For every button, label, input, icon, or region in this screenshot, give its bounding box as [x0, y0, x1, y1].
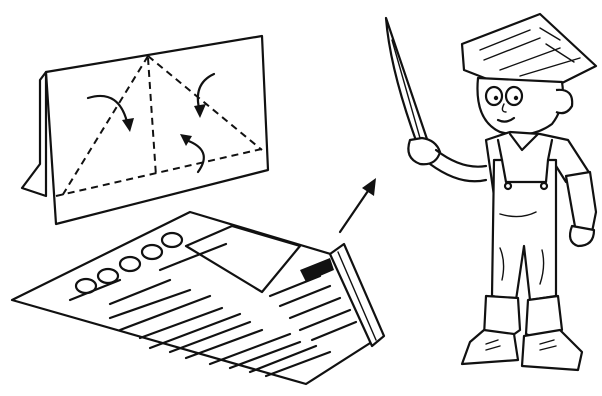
arrow-shaft	[340, 188, 370, 232]
shoe-right	[522, 330, 582, 370]
hand-left	[408, 138, 440, 164]
newspaper-sheet	[12, 212, 378, 384]
direction-arrow	[340, 178, 376, 232]
arrow-head	[362, 178, 376, 196]
arm-right	[566, 172, 596, 232]
head	[477, 78, 562, 135]
folding-diagram	[22, 36, 268, 224]
raised-arm	[436, 150, 486, 167]
ear	[556, 90, 572, 113]
sword-line	[392, 40, 420, 138]
paper-sword	[386, 18, 428, 146]
back-flap	[22, 72, 46, 196]
newspaper	[12, 212, 384, 384]
hand-right	[570, 226, 594, 246]
pupil-right	[514, 96, 518, 100]
shoe-left	[462, 330, 518, 364]
boy-figure	[386, 14, 596, 370]
pupil-left	[494, 96, 498, 100]
